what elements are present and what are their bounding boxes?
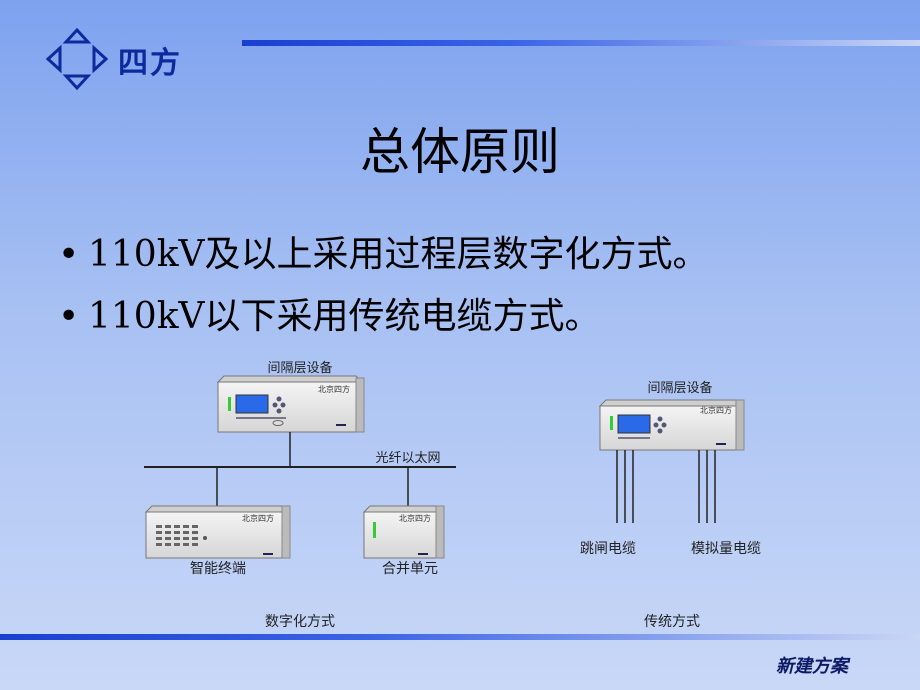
vendor-label: 北京四方	[242, 513, 274, 523]
merging-unit: 北京四方	[362, 505, 445, 559]
device-screen	[617, 414, 651, 434]
vendor-label: 北京四方	[318, 384, 350, 394]
bullet-dot-icon: •	[58, 296, 80, 337]
vendor-label: 北京四方	[700, 405, 732, 415]
slide-title: 总体原则	[360, 123, 560, 181]
header-divider	[242, 40, 920, 46]
device-screen	[235, 394, 269, 414]
terminal-label: 智能终端	[190, 561, 246, 577]
intelligent-terminal: 北京四方	[144, 505, 291, 559]
bullet-dot-icon: •	[58, 234, 80, 275]
bullet-text: 110kV以下采用传统电缆方式。	[88, 296, 601, 337]
right-bay-device: 北京四方	[598, 399, 745, 451]
trip-cable-label: 跳闸电缆	[580, 541, 636, 557]
analog-cable-label: 模拟量电缆	[691, 541, 761, 557]
right-caption: 传统方式	[644, 614, 700, 630]
bullet-list: •110kV及以上采用过程层数字化方式。 •110kV以下采用传统电缆方式。	[58, 224, 709, 348]
footer-text: 新建方案	[776, 656, 848, 677]
right-bay-device-label: 间隔层设备	[647, 380, 712, 396]
architecture-diagram: 间隔层设备 北京四方 光纤以太网 北京四方 智能终端	[144, 360, 761, 630]
vendor-label: 北京四方	[399, 513, 431, 523]
cable-lines	[616, 450, 716, 523]
bullet-text: 110kV及以上采用过程层数字化方式。	[88, 234, 709, 275]
left-caption: 数字化方式	[265, 614, 335, 630]
brand-name: 四方	[118, 46, 182, 81]
left-bay-device-label: 间隔层设备	[267, 360, 332, 376]
network-label: 光纤以太网	[375, 451, 440, 466]
merging-unit-label: 合并单元	[382, 561, 438, 577]
sifang-logo-icon	[46, 28, 108, 90]
footer-divider	[0, 634, 920, 640]
bullet-item: •110kV以下采用传统电缆方式。	[58, 286, 709, 348]
left-bay-device: 北京四方	[216, 375, 365, 433]
bullet-item: •110kV及以上采用过程层数字化方式。	[58, 224, 709, 286]
